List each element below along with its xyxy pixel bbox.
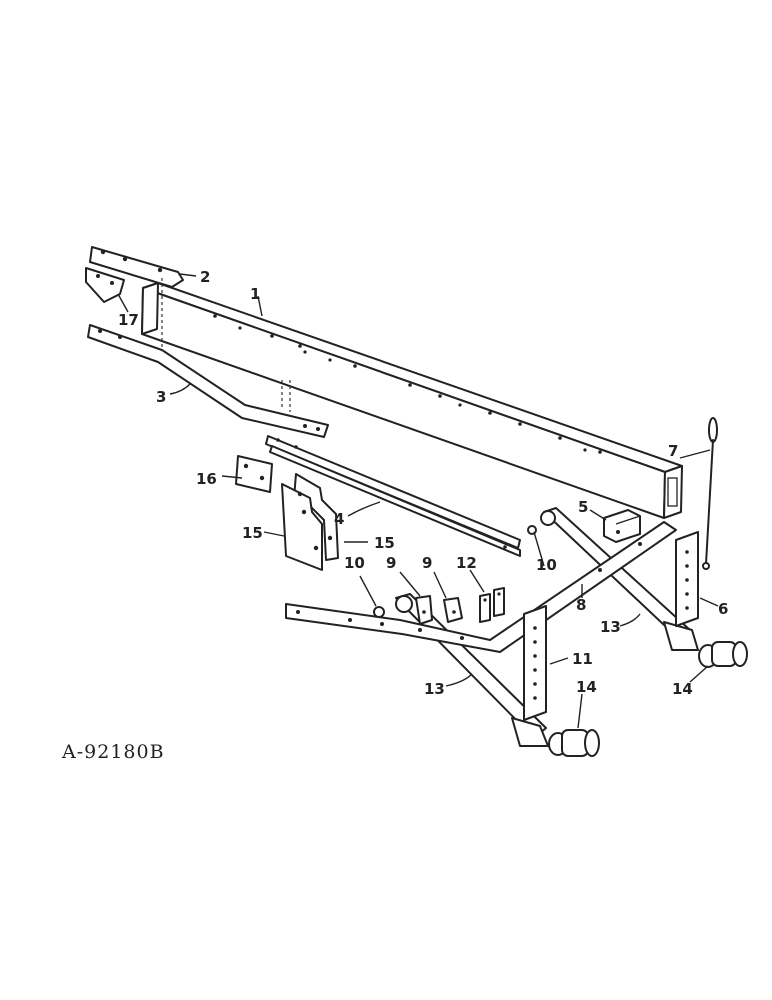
callout-part-10: 10 <box>536 556 557 574</box>
part-1-main-beam <box>141 282 683 519</box>
callout-part-6: 6 <box>718 600 728 618</box>
callout-part-7: 7 <box>668 442 678 460</box>
callout-part-8: 8 <box>576 596 586 614</box>
part-13-crossbar-right <box>540 507 699 651</box>
part-12-strips <box>479 587 505 623</box>
callout-part-10: 10 <box>344 554 365 572</box>
part-14-clamp <box>698 641 748 668</box>
part-11-vertical-plate <box>523 605 547 721</box>
callout-part-9: 9 <box>422 554 432 572</box>
callout-part-14: 14 <box>576 678 597 696</box>
callout-part-3: 3 <box>156 388 166 406</box>
callout-part-9: 9 <box>386 554 396 572</box>
part-15-bracket <box>281 473 339 571</box>
callout-part-12: 12 <box>456 554 477 572</box>
callout-part-17: 17 <box>118 311 139 329</box>
callout-part-13: 13 <box>600 618 621 636</box>
callout-part-11: 11 <box>572 650 593 668</box>
part-3-lower-bar <box>87 324 329 438</box>
callout-part-2: 2 <box>200 268 210 286</box>
callout-part-14: 14 <box>672 680 693 698</box>
part-10-washer <box>373 606 385 618</box>
part-7-rod <box>702 417 718 570</box>
part-8-frame <box>285 521 677 653</box>
callout-part-5: 5 <box>578 498 588 516</box>
part-14-clamp <box>548 729 600 757</box>
part-2-top-plate <box>89 246 184 288</box>
part-9-bracket <box>443 597 463 623</box>
drawing-reference-id: A-92180B <box>61 741 165 763</box>
callout-part-13: 13 <box>424 680 445 698</box>
part-9-bracket <box>415 595 433 625</box>
leader-lines <box>117 273 719 729</box>
part-4-angle-bar <box>265 435 521 557</box>
part-6-vertical-plate <box>675 531 699 627</box>
part-5-bracket <box>603 509 641 543</box>
callout-part-1: 1 <box>250 285 260 303</box>
callout-part-4: 4 <box>334 510 344 528</box>
callout-part-15: 15 <box>374 534 395 552</box>
part-16-plate <box>235 455 273 493</box>
callout-part-16: 16 <box>196 470 217 488</box>
part-17-small-plate <box>85 267 125 303</box>
callout-part-15: 15 <box>242 524 263 542</box>
